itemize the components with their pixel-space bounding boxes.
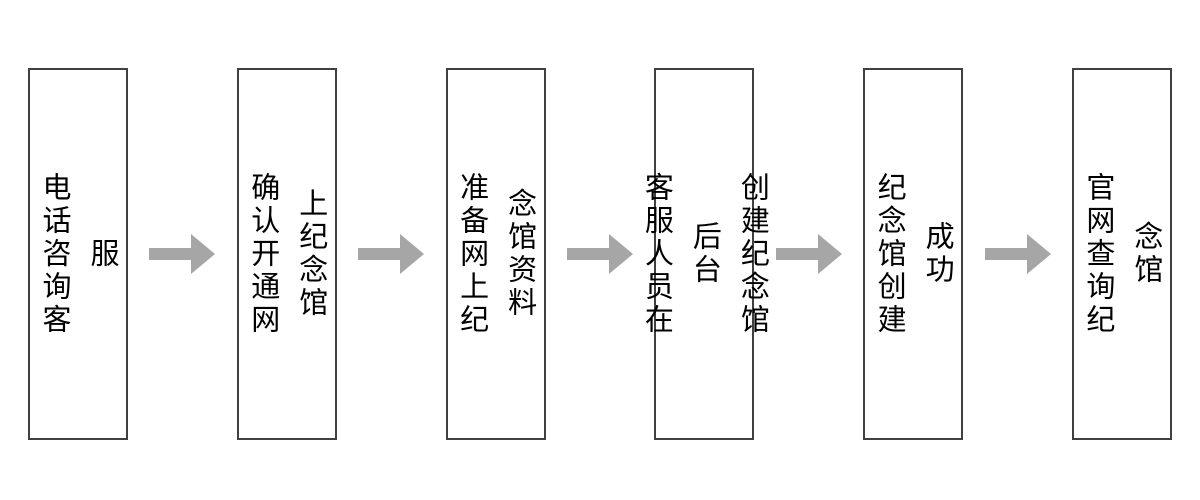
flow-step-3-label: 准备网上纪念馆资料 bbox=[455, 171, 536, 337]
arrow-head bbox=[817, 234, 842, 274]
flow-step-2-box: 确认开通网上纪念馆 bbox=[236, 68, 337, 440]
arrow-shaft bbox=[775, 248, 818, 260]
arrow-head bbox=[191, 234, 216, 274]
flow-step-4-label: 客服人员在后台 创建纪念馆 bbox=[640, 171, 769, 337]
flow-step-2-label: 确认开通网上纪念馆 bbox=[246, 171, 327, 337]
flow-step-5-label: 纪念馆创建成功 bbox=[873, 171, 954, 337]
flow-arrow-4-icon bbox=[775, 234, 842, 274]
flow-arrow-5-icon bbox=[984, 234, 1051, 274]
flow-step-5-box: 纪念馆创建成功 bbox=[863, 68, 964, 440]
flow-step-4-box: 客服人员在后台 创建纪念馆 bbox=[640, 68, 768, 440]
flowchart-row: 电话咨询客服 确认开通网上纪念馆 准备网上纪念馆资料 客服人员在后台 创建纪念馆 bbox=[28, 68, 1172, 440]
arrow-shaft bbox=[984, 248, 1027, 260]
flow-step-1-box: 电话咨询客服 bbox=[28, 68, 128, 440]
flow-step-3-box: 准备网上纪念馆资料 bbox=[445, 68, 546, 440]
flow-arrow-1-icon bbox=[149, 234, 216, 274]
arrow-shaft bbox=[358, 248, 401, 260]
flow-arrow-3-icon bbox=[566, 234, 633, 274]
flow-step-6-box: 官网查询纪念馆 bbox=[1071, 68, 1172, 440]
arrow-shaft bbox=[566, 248, 609, 260]
arrow-head bbox=[608, 234, 633, 274]
arrow-shaft bbox=[149, 248, 192, 260]
flow-step-1-label: 电话咨询客服 bbox=[38, 171, 118, 337]
flow-step-6-label: 官网查询纪念馆 bbox=[1081, 171, 1162, 337]
arrow-head bbox=[1026, 234, 1051, 274]
arrow-head bbox=[400, 234, 425, 274]
flow-arrow-2-icon bbox=[358, 234, 425, 274]
